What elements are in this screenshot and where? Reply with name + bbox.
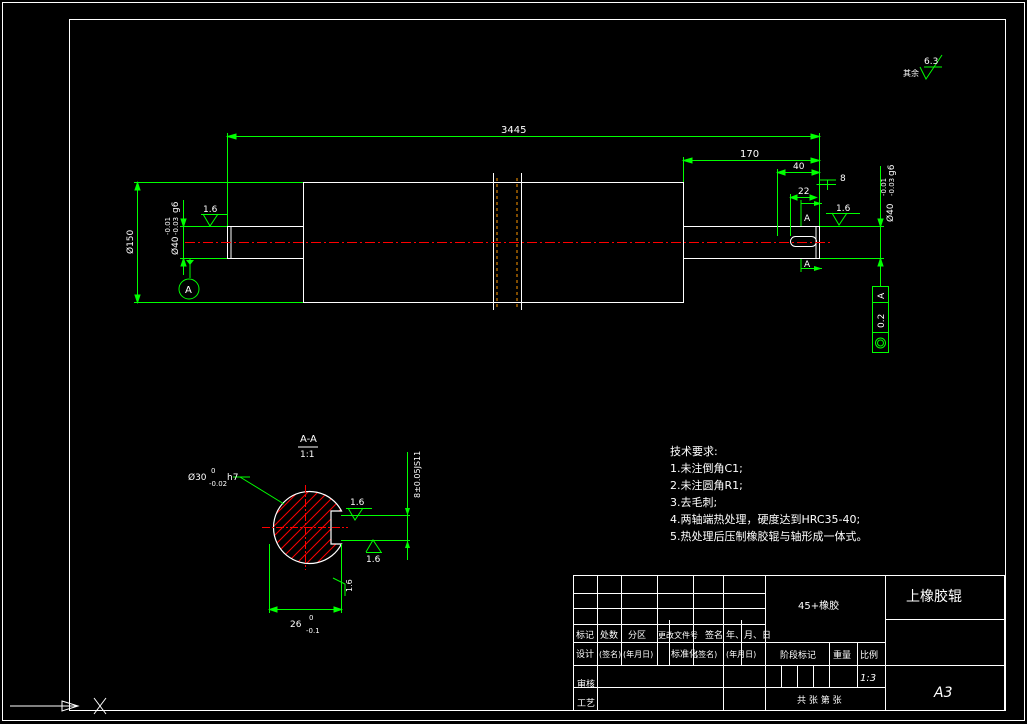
roughness-depth-value: 1.6 — [345, 579, 354, 592]
roughness-keyway-top: 1.6 — [346, 498, 372, 521]
tb-part-name: 上橡胶辊 — [906, 588, 962, 605]
dim-left-journal-diameter: Ø40 — [170, 236, 181, 255]
tb-design: 设计 — [576, 648, 594, 660]
roughness-global: 其余 6.3 — [903, 54, 943, 80]
roughness-keyway-bottom-value: 1.6 — [366, 555, 381, 565]
tech-item-1: 1.未注倒角C1; — [670, 461, 743, 475]
dim-right-journal-tol-lower: -0.03 — [888, 178, 896, 196]
dim-roller-diameter: Ø150 — [125, 229, 136, 254]
runout-value: 0.2 — [877, 314, 887, 328]
section-marker: A A — [800, 200, 822, 272]
shaft-tol-upper: 0 — [211, 467, 215, 475]
tb-sheet-size: A3 — [933, 685, 952, 701]
tb-review: 审核 — [577, 678, 595, 690]
section-marker-top-label: A — [804, 214, 811, 224]
dim-left-journal-tol-lower: -0.03 — [172, 217, 180, 235]
roughness-left: 1.6 — [201, 205, 227, 227]
section-title: A-A — [300, 434, 317, 445]
dim-key-length: 40 — [793, 162, 805, 172]
dim-right-journal-tol-upper: -0.01 — [880, 178, 888, 196]
tb-weight: 重量 — [833, 649, 851, 661]
section-scale: 1:1 — [300, 450, 314, 460]
dim-right-journal-fit: g6 — [887, 164, 897, 176]
tb-h-docnum: 更改文件号 — [658, 630, 698, 640]
datum-label: A — [185, 285, 192, 296]
datum-a: A — [178, 259, 200, 300]
tb-h-zone: 分区 — [628, 630, 646, 641]
tech-requirements: 技术要求: 1.未注倒角C1; 2.未注圆角R1; 3.去毛刺; 4.两轴端热处… — [670, 445, 868, 543]
tech-item-5: 5.热处理后压制橡胶辊与轴形成一体式。 — [670, 529, 868, 543]
tb-h-date: 年、月、日 — [726, 629, 771, 641]
ucs-icon — [10, 697, 107, 715]
tech-title: 技术要求: — [670, 445, 718, 458]
dim-key-offset: 22 — [798, 187, 809, 197]
roughness-keyway-bottom: 1.6 — [365, 539, 382, 565]
tb-standard: 标准化 — [671, 648, 698, 660]
dim-left-journal-fit: g6 — [171, 201, 181, 213]
tb-sheets: 共 张 第 张 — [797, 694, 842, 706]
shaft-tol-lower: -0.02 — [209, 480, 227, 488]
tb-h-count: 处数 — [600, 629, 618, 641]
dim-right-journal-diameter: Ø40 — [885, 203, 896, 222]
dim-overall-length: 3445 — [501, 125, 526, 136]
roughness-depth: 1.6 — [332, 577, 354, 596]
tech-item-4: 4.两轴端热处理，硬度达到HRC35-40; — [670, 512, 860, 526]
tb-process: 工艺 — [577, 698, 595, 709]
roughness-right: 1.6 — [826, 204, 860, 226]
tech-item-3: 3.去毛刺; — [670, 496, 717, 509]
main-view: 3445 170 40 22 — [125, 125, 897, 353]
tb-standard-date: (年月日) — [726, 649, 756, 659]
tb-scale: 1:3 — [860, 673, 876, 684]
dim-end-offset: 8 — [840, 174, 846, 184]
depth-tol-lower: -0.1 — [306, 627, 320, 635]
tb-design-sign: (签名) — [599, 649, 621, 659]
shaft-diameter: Ø30 — [188, 472, 207, 483]
title-block — [573, 575, 1005, 711]
runout-datum: A — [877, 292, 887, 299]
runout-tolerance: A 0.2 — [872, 258, 889, 353]
depth-dim: 26 — [290, 620, 302, 630]
tb-h-mark: 标记 — [576, 629, 594, 641]
title-block-text: 45+橡胶 上橡胶辊 A3 1:3 标记 处数 分区 更改文件号 签名 年、月、… — [576, 588, 962, 709]
roughness-global-value: 6.3 — [924, 57, 938, 67]
section-marker-bottom-label: A — [804, 260, 811, 270]
roughness-global-symbol: 其余 — [903, 68, 919, 78]
depth-tol-upper: 0 — [309, 614, 313, 622]
tb-material: 45+橡胶 — [798, 599, 839, 612]
keyway-dim: 8±0.05JS11 — [413, 451, 422, 498]
tb-h-sign: 签名 — [705, 629, 723, 641]
tb-standard-sign: (签名) — [695, 649, 717, 659]
roughness-right-value: 1.6 — [836, 204, 851, 214]
dim-left-journal-tol-upper: -0.01 — [164, 217, 172, 235]
drawing-frame — [69, 19, 1006, 711]
shaft-fit: h7 — [227, 473, 238, 483]
shaft-section-outline — [272, 490, 343, 565]
roughness-left-value: 1.6 — [203, 205, 218, 215]
dim-right-section: 170 — [740, 149, 759, 160]
tb-design-date: (年月日) — [623, 649, 653, 659]
tb-scale-label: 比例 — [860, 649, 878, 661]
tb-stage: 阶段标记 — [780, 649, 816, 661]
tech-item-2: 2.未注圆角R1; — [670, 478, 743, 492]
roughness-keyway-top-value: 1.6 — [350, 498, 365, 508]
keyway-slot — [790, 236, 817, 247]
